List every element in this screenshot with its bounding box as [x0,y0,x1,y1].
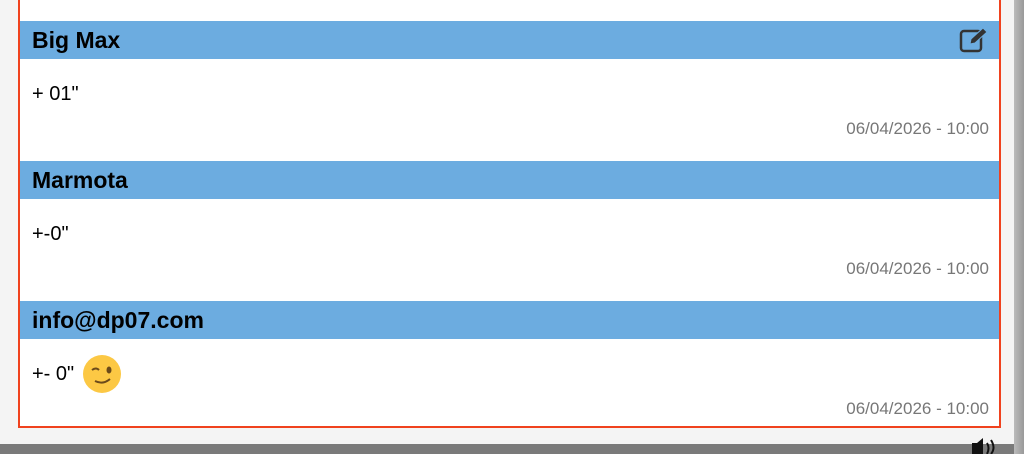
message-header: Big Max [20,21,999,59]
message-item: Marmota +-0" 06/04/2026 - 10:00 [20,161,999,279]
message-time: 06/04/2026 - 10:00 [846,119,989,138]
scrollbar[interactable] [1014,0,1024,454]
message-header: info@dp07.com [20,301,999,339]
message-text: +-0" [32,222,69,245]
winking-face-icon [83,355,122,393]
bottom-bar [0,444,1014,454]
message-header: Marmota [20,161,999,199]
message-item: info@dp07.com +- 0" 06/04/2026 - 10:00 [20,301,999,419]
message-time: 06/04/2026 - 10:00 [846,259,989,278]
chat-panel: Big Max + 01" 06/04/2026 - 10:00 Marmota… [18,0,1001,428]
edit-icon[interactable] [959,26,989,54]
speaker-icon[interactable] [970,436,1000,454]
message-author: Marmota [32,166,128,193]
message-text: +- 0" [32,362,75,385]
message-text: + 01" [32,82,79,105]
message-author: Big Max [32,26,121,53]
message-item: Big Max + 01" 06/04/2026 - 10:00 [20,21,999,139]
message-author: info@dp07.com [32,306,204,333]
message-time: 06/04/2026 - 10:00 [846,399,989,418]
